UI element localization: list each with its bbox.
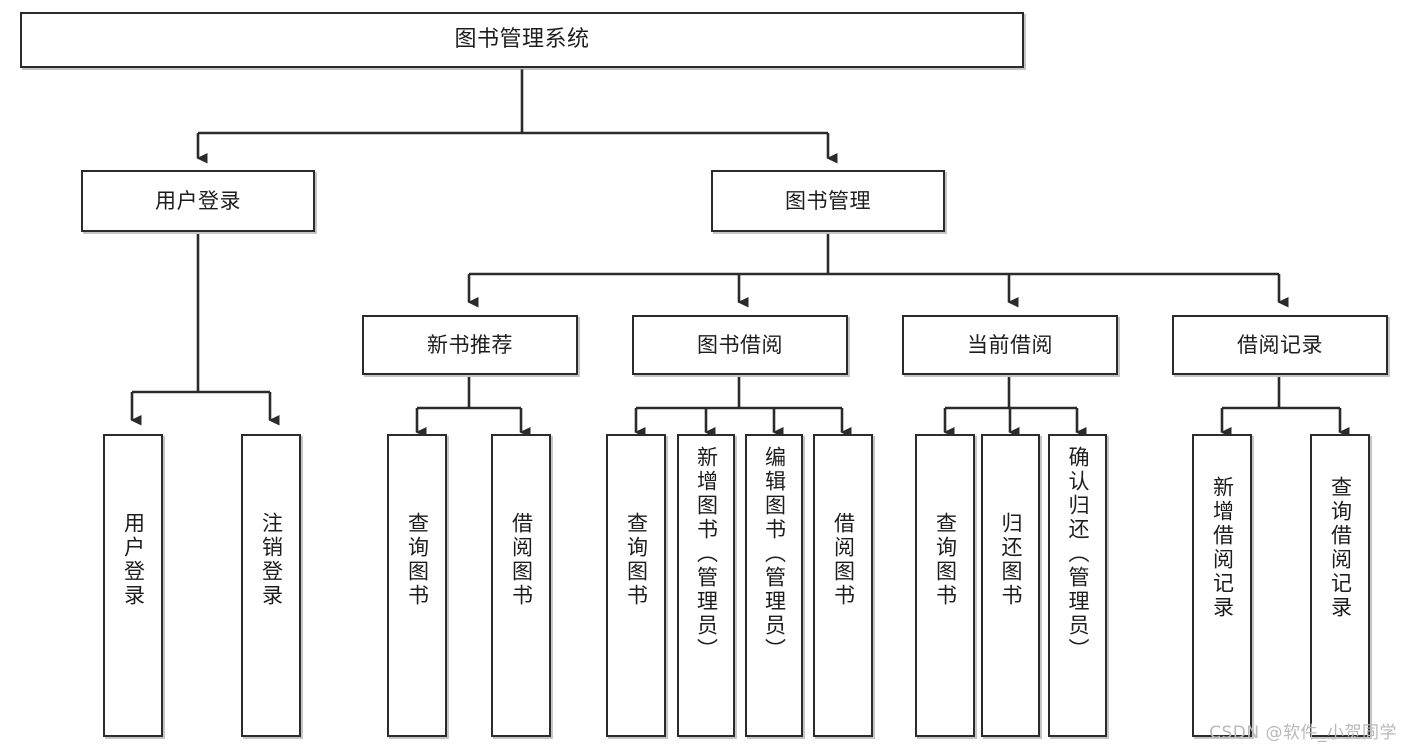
leaf-borrow-add-book-admin[interactable]: 新增图书（管理员） [677, 434, 735, 737]
node-label: 借阅记录 [1237, 332, 1323, 357]
leaf-borrow-edit-book-admin[interactable]: 编辑图书（管理员） [745, 434, 803, 737]
csdn-watermark: CSDN @软件_小贺同学 [1209, 723, 1397, 743]
leaf-current-confirm-return-admin[interactable]: 确认归还（管理员） [1048, 434, 1107, 737]
node-label: 用户登录 [121, 512, 146, 608]
node-label: 确认归还（管理员） [1066, 446, 1090, 662]
node-label: 借阅图书 [509, 512, 534, 608]
node-label: 新增图书（管理员） [694, 446, 719, 662]
leaf-new-book-query[interactable]: 查询图书 [387, 434, 447, 737]
node-label: 新增借阅记录 [1210, 476, 1235, 620]
node-label: 查询图书 [624, 512, 649, 608]
leaf-borrow-query-book[interactable]: 查询图书 [606, 434, 666, 737]
node-current-borrow[interactable]: 当前借阅 [902, 315, 1118, 375]
node-book-borrow[interactable]: 图书借阅 [632, 315, 848, 375]
leaf-records-add-record[interactable]: 新增借阅记录 [1192, 434, 1252, 737]
node-label: 注销登录 [259, 512, 284, 608]
node-label: 借阅图书 [831, 512, 856, 608]
node-label: 图书管理 [785, 188, 871, 213]
node-label: 用户登录 [155, 188, 241, 213]
node-label: 图书管理系统 [454, 27, 590, 53]
node-label: 新书推荐 [427, 332, 513, 357]
leaf-user-login-signout[interactable]: 注销登录 [241, 434, 301, 737]
leaf-current-return-book[interactable]: 归还图书 [981, 434, 1040, 737]
node-user-login[interactable]: 用户登录 [81, 170, 315, 232]
node-root-system[interactable]: 图书管理系统 [20, 12, 1024, 68]
leaf-new-book-borrow[interactable]: 借阅图书 [491, 434, 551, 737]
leaf-borrow-borrow-book[interactable]: 借阅图书 [813, 434, 873, 737]
node-borrow-records[interactable]: 借阅记录 [1172, 315, 1388, 375]
leaf-current-query-book[interactable]: 查询图书 [915, 434, 975, 737]
node-label: 查询借阅记录 [1328, 476, 1353, 620]
node-label: 归还图书 [999, 512, 1023, 608]
leaf-records-query-record[interactable]: 查询借阅记录 [1310, 434, 1370, 737]
node-label: 当前借阅 [967, 332, 1053, 357]
node-book-management[interactable]: 图书管理 [711, 170, 945, 232]
node-label: 编辑图书（管理员） [762, 446, 787, 662]
node-label: 图书借阅 [697, 332, 783, 357]
node-label: 查询图书 [933, 512, 958, 608]
leaf-user-login-signin[interactable]: 用户登录 [103, 434, 163, 737]
node-label: 查询图书 [405, 512, 430, 608]
node-new-book-recommend[interactable]: 新书推荐 [362, 315, 578, 375]
